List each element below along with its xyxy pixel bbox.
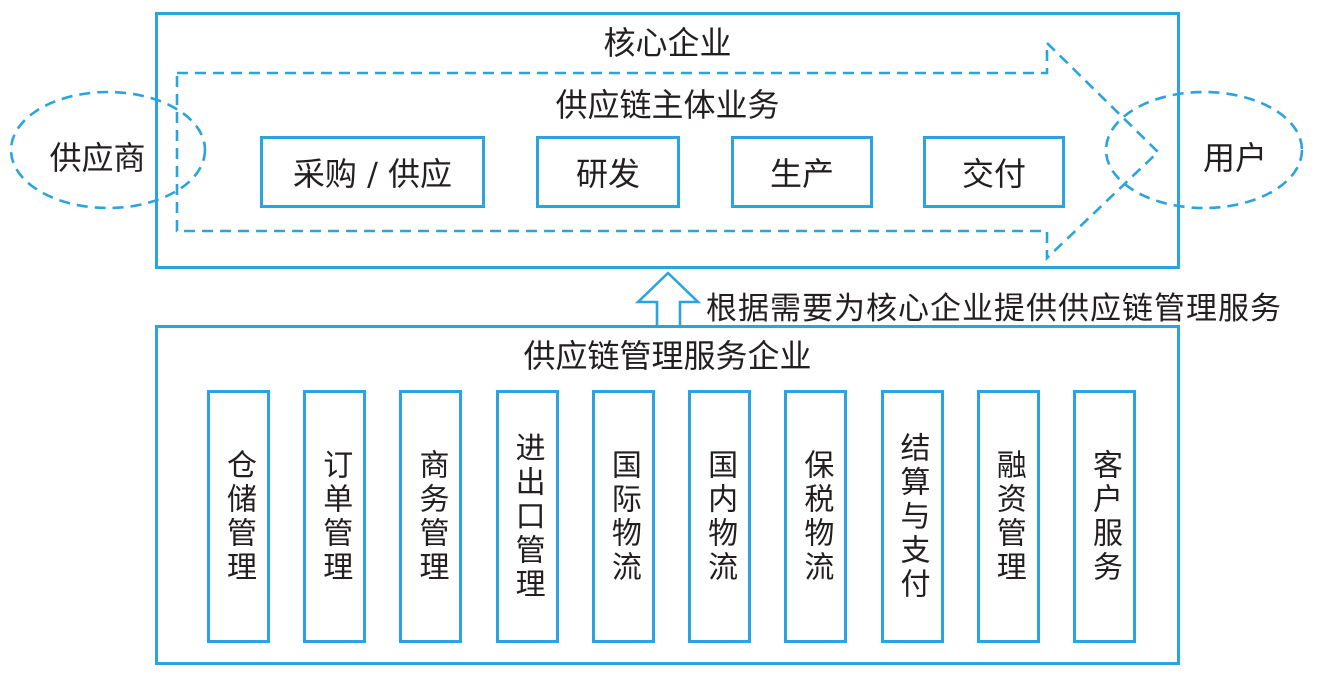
core-enterprise-box xyxy=(155,12,1180,269)
service-box-label: 订单管理 xyxy=(317,448,353,585)
service-enterprise-title: 供应链管理服务企业 xyxy=(523,337,812,375)
service-box-settlement-payment: 结算与支付 xyxy=(880,390,944,643)
service-box-label: 保税物流 xyxy=(798,448,834,585)
service-box-orders: 订单管理 xyxy=(303,390,367,643)
process-box-label: 生产 xyxy=(769,155,834,193)
service-box-label: 客户服务 xyxy=(1086,448,1122,585)
up-arrow-icon xyxy=(634,271,702,326)
supplier-ellipse xyxy=(9,90,207,210)
service-box-intl-logistics: 国际物流 xyxy=(591,390,655,643)
user-ellipse xyxy=(1104,90,1304,210)
service-enterprise-box xyxy=(155,325,1180,665)
supplier-label: 供应商 xyxy=(49,139,146,177)
service-box-financing: 融资管理 xyxy=(976,390,1040,643)
service-box-warehouse: 仓储管理 xyxy=(207,390,270,643)
service-box-commerce: 商务管理 xyxy=(399,390,463,643)
service-box-label: 仓储管理 xyxy=(221,448,256,585)
service-box-label: 结算与支付 xyxy=(894,431,930,602)
service-box-bonded-logistics: 保税物流 xyxy=(784,390,848,643)
process-box-delivery: 交付 xyxy=(923,136,1065,208)
service-box-label: 商务管理 xyxy=(413,448,449,585)
process-box-label: 研发 xyxy=(575,155,640,193)
service-box-customer-service: 客户服务 xyxy=(1072,390,1136,643)
service-boxes-row: 仓储管理 订单管理 商务管理 进出口管理 国际物流 国内物流 保税物流 结算与支… xyxy=(207,390,1136,643)
service-box-import-export: 进出口管理 xyxy=(495,390,559,643)
main-business-arrow-title: 供应链主体业务 xyxy=(555,86,780,124)
service-box-domestic-logistics: 国内物流 xyxy=(688,390,752,643)
process-box-production: 生产 xyxy=(731,136,873,208)
service-box-label: 国际物流 xyxy=(605,448,641,585)
core-enterprise-title: 核心企业 xyxy=(603,24,732,62)
connector-annotation: 根据需要为核心企业提供供应链管理服务 xyxy=(706,291,1282,327)
process-box-label: 采购 / 供应 xyxy=(292,155,453,193)
service-box-label: 融资管理 xyxy=(990,448,1026,585)
process-box-label: 交付 xyxy=(961,155,1026,193)
dashed-flow-arrow xyxy=(175,39,1160,262)
process-box-procurement-supply: 采购 / 供应 xyxy=(260,136,485,208)
service-box-label: 进出口管理 xyxy=(509,431,545,602)
process-box-rd: 研发 xyxy=(536,136,680,208)
user-label: 用户 xyxy=(1202,139,1267,177)
service-box-label: 国内物流 xyxy=(702,448,738,585)
